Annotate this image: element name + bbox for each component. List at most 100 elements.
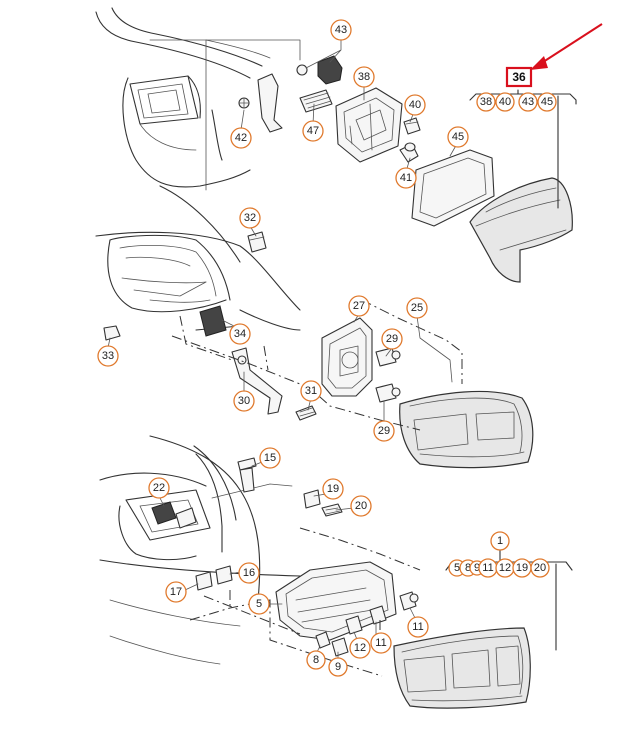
callout-5[interactable]: 5 — [248, 593, 270, 615]
svg-text:32: 32 — [244, 212, 256, 224]
gasket-45 — [411, 149, 495, 227]
group-36-member-45: 45 — [541, 96, 553, 108]
svg-text:1: 1 — [497, 535, 503, 547]
bulb-8 — [315, 631, 331, 649]
callout-16[interactable]: 16 — [238, 562, 260, 584]
svg-text:29: 29 — [386, 333, 398, 345]
pad-47 — [299, 89, 333, 113]
callout-12[interactable]: 12 — [349, 637, 371, 659]
group-1-member-12: 12 — [499, 562, 511, 574]
callout-42[interactable]: 42 — [230, 127, 252, 149]
screw-15 — [237, 457, 257, 493]
callout-38[interactable]: 38 — [353, 66, 375, 88]
connector-22 — [151, 501, 197, 529]
bulb-29a — [375, 347, 401, 367]
bulb-29b — [375, 383, 401, 403]
group-1-member-9: 9 — [474, 562, 480, 574]
svg-text:12: 12 — [354, 642, 366, 654]
callout-15[interactable]: 15 — [259, 447, 281, 469]
svg-text:5: 5 — [256, 598, 262, 610]
group-36-member-38: 38 — [480, 96, 492, 108]
module-38 — [335, 87, 403, 163]
assembly-boundary-middle-2 — [179, 315, 269, 371]
svg-text:33: 33 — [102, 350, 114, 362]
callout-11-center[interactable]: 11 — [370, 632, 392, 654]
group-1-member-19: 19 — [516, 562, 528, 574]
callout-17[interactable]: 17 — [165, 581, 187, 603]
callout-22[interactable]: 22 — [148, 477, 170, 499]
bulb-12 — [345, 615, 363, 635]
highlight-arrow — [530, 23, 603, 70]
bulb-11a — [369, 605, 387, 625]
bracket-42 — [238, 73, 283, 133]
clip-33 — [103, 325, 121, 341]
callout-1[interactable]: 1 — [490, 531, 510, 551]
svg-text:47: 47 — [307, 125, 319, 137]
svg-text:19: 19 — [327, 483, 339, 495]
callout-40[interactable]: 40 — [404, 94, 426, 116]
callout-29-lower[interactable]: 29 — [373, 420, 395, 442]
svg-text:17: 17 — [170, 586, 182, 598]
svg-text:20: 20 — [355, 500, 367, 512]
callout-41[interactable]: 41 — [395, 167, 417, 189]
callout-31[interactable]: 31 — [300, 380, 322, 402]
lamp-1 — [393, 627, 531, 709]
carrier-5 — [275, 561, 397, 641]
body-panel-bottom — [99, 435, 301, 665]
body-panel-top — [95, 7, 301, 191]
callout-25[interactable]: 25 — [406, 297, 428, 319]
assembly-boundary-bottom-2 — [203, 527, 421, 635]
svg-text:22: 22 — [153, 482, 165, 494]
svg-text:41: 41 — [400, 172, 412, 184]
group-1-member-20: 20 — [534, 562, 546, 574]
body-panel-middle — [95, 185, 301, 331]
group-1-member-5: 5 — [454, 562, 460, 574]
svg-text:42: 42 — [235, 132, 247, 144]
svg-text:25: 25 — [411, 302, 423, 314]
bulb-40 — [403, 117, 421, 135]
svg-text:43: 43 — [335, 24, 347, 36]
callout-33[interactable]: 33 — [97, 345, 119, 367]
svg-text:8: 8 — [313, 654, 319, 666]
callout-32[interactable]: 32 — [239, 207, 261, 229]
callout-43[interactable]: 43 — [330, 19, 352, 41]
bulb-9 — [331, 637, 349, 657]
callout-19[interactable]: 19 — [322, 478, 344, 500]
callout-29-upper[interactable]: 29 — [381, 328, 403, 350]
group-1-members: 5 8 9 11 12 19 20 — [448, 558, 550, 578]
group-36-bracket — [469, 93, 577, 105]
lamp-36 — [469, 177, 573, 283]
callout-47[interactable]: 47 — [302, 120, 324, 142]
group-1-member-8: 8 — [465, 562, 471, 574]
screw-31 — [295, 405, 317, 421]
fastener-32 — [247, 231, 267, 253]
svg-text:31: 31 — [305, 385, 317, 397]
leader-lines — [107, 37, 459, 661]
group-36-members: 38 40 43 45 — [476, 92, 557, 112]
svg-text:45: 45 — [452, 131, 464, 143]
bracket-30 — [231, 347, 283, 415]
svg-text:27: 27 — [353, 300, 365, 312]
svg-text:38: 38 — [358, 71, 370, 83]
svg-text:40: 40 — [409, 99, 421, 111]
callout-8[interactable]: 8 — [306, 650, 326, 670]
svg-text:16: 16 — [243, 567, 255, 579]
svg-text:30: 30 — [238, 395, 250, 407]
callout-45[interactable]: 45 — [447, 126, 469, 148]
callout-30[interactable]: 30 — [233, 390, 255, 412]
callout-11-right[interactable]: 11 — [407, 616, 429, 638]
lamp-25 — [399, 390, 534, 469]
svg-text:9: 9 — [335, 661, 341, 673]
callout-34[interactable]: 34 — [229, 323, 251, 345]
screw-20 — [321, 503, 343, 517]
callout-9[interactable]: 9 — [328, 657, 348, 677]
svg-text:11: 11 — [375, 637, 386, 649]
callout-27[interactable]: 27 — [348, 295, 370, 317]
highlighted-part-36[interactable]: 36 — [505, 66, 533, 88]
socket-34 — [199, 305, 227, 337]
svg-text:29: 29 — [378, 425, 390, 437]
callout-20[interactable]: 20 — [350, 495, 372, 517]
assembly-boundary-middle — [171, 299, 463, 431]
